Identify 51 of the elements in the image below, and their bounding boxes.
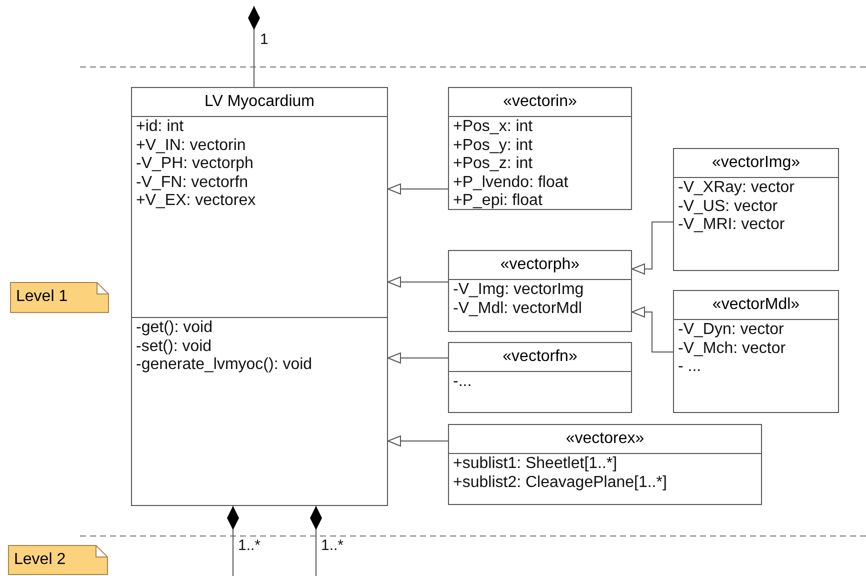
attribute-text: -V_Dyn: vector: [678, 321, 784, 340]
level-label: Level 1: [16, 287, 68, 307]
class-box: [673, 290, 839, 413]
attribute-text: +id: int: [136, 118, 184, 136]
attribute-text: +V_IN: vectorin: [136, 136, 246, 155]
attribute-text: -V_PH: vectorph: [136, 155, 254, 174]
attribute-text: -V_Mch: vector: [678, 340, 786, 358]
attribute-text: -V_Mdl: vectorMdl: [453, 300, 582, 318]
attribute-text: - ...: [678, 358, 702, 376]
class-box: [448, 250, 632, 332]
attribute-text: +sublist1: Sheetlet[1..*]: [453, 455, 618, 474]
attribute-text: +Pos_x: int: [453, 118, 533, 136]
class-name: «vectorin»: [503, 93, 577, 110]
class-name: «vectorMdl»: [712, 296, 800, 313]
method-text: -generate_lvmyoc(): void: [136, 356, 312, 374]
attribute-text: -V_Img: vectorImg: [453, 281, 584, 300]
attribute-text: +P_epi: float: [453, 192, 542, 210]
class-name: «vectorph»: [500, 256, 580, 273]
class-box: [673, 148, 839, 271]
composition-line: [248, 6, 260, 88]
generalization-arrow: [388, 436, 448, 446]
method-text: -set(): void: [136, 338, 212, 356]
attribute-text: +Pos_z: int: [453, 155, 533, 174]
attribute-text: -V_MRI: vector: [678, 216, 785, 234]
note-shape: [8, 545, 108, 575]
class-name: LV Myocardium: [204, 93, 314, 110]
generalization-arrow: [632, 306, 674, 352]
class-name: «vectorfn»: [502, 348, 578, 365]
class-box: [448, 342, 632, 413]
generalization-arrow: [388, 276, 448, 288]
composition-line: [227, 506, 239, 576]
generalization-arrow: [388, 184, 448, 194]
attribute-text: +sublist2: CleavagePlane[1..*]: [453, 474, 667, 492]
attribute-text: +V_EX: vectorex: [136, 192, 256, 210]
attribute-text: -V_FN: vectorfn: [136, 174, 248, 192]
class-name: «vectorex»: [566, 430, 644, 447]
class-box: [131, 87, 388, 506]
attribute-text: -V_US: vector: [678, 198, 778, 216]
method-text: -get(): void: [136, 319, 212, 338]
attribute-text: -V_XRay: vector: [678, 179, 794, 198]
class-box: [448, 87, 632, 210]
composition-line: [310, 506, 322, 576]
attribute-text: +Pos_y: int: [453, 136, 533, 155]
class-box: [448, 424, 762, 505]
generalization-arrow: [632, 222, 674, 274]
class-name: «vectorImg»: [712, 154, 800, 171]
generalization-arrow: [388, 352, 448, 364]
note-shape: [10, 282, 109, 313]
attribute-text: +P_lvendo: float: [453, 174, 568, 192]
level-label: Level 2: [14, 550, 66, 570]
attribute-text: -...: [453, 373, 472, 392]
